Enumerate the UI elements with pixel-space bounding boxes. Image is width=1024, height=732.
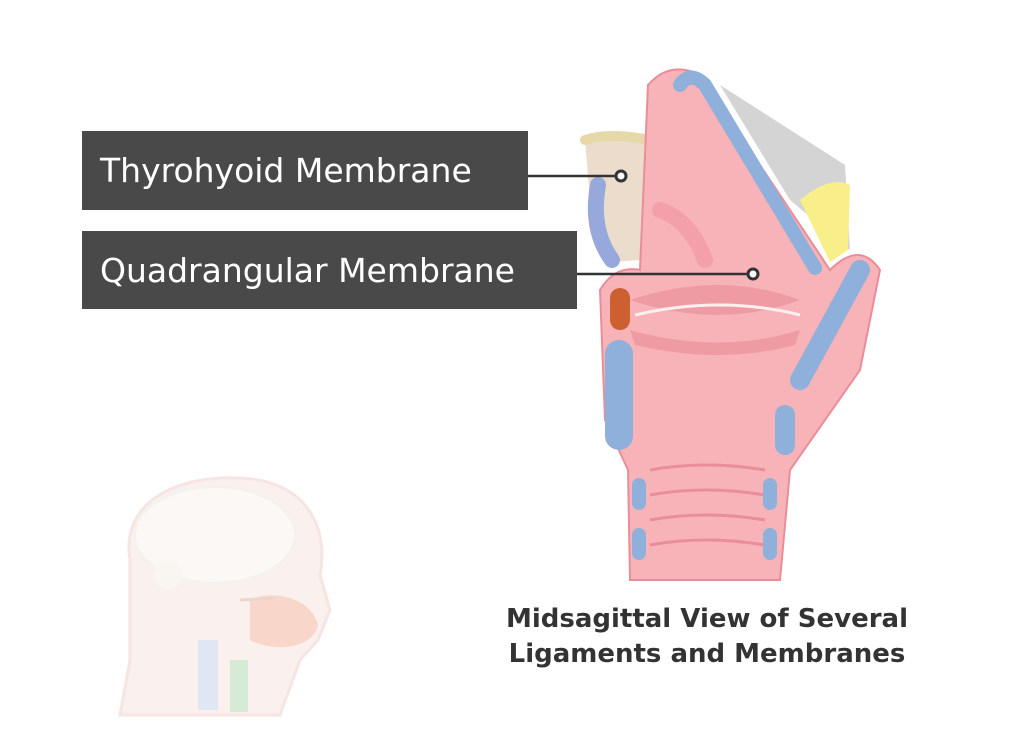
pointer-dot-thyrohyoid: [614, 169, 628, 183]
hyoid-bone: [580, 131, 655, 145]
caption-line-2: Ligaments and Membranes: [508, 639, 906, 669]
caption-line-1: Midsagittal View of Several: [505, 604, 909, 634]
label-quadrangular-membrane: Quadrangular Membrane: [82, 231, 577, 309]
label-thyrohyoid-membrane: Thyrohyoid Membrane: [82, 131, 528, 210]
label-text: Quadrangular Membrane: [100, 250, 515, 290]
pointer-dot-quadrangular: [746, 267, 760, 281]
head-thumbnail: [118, 476, 332, 717]
label-text: Thyrohyoid Membrane: [100, 151, 472, 190]
figure-caption: Midsagittal View of Several Ligaments an…: [440, 602, 974, 672]
